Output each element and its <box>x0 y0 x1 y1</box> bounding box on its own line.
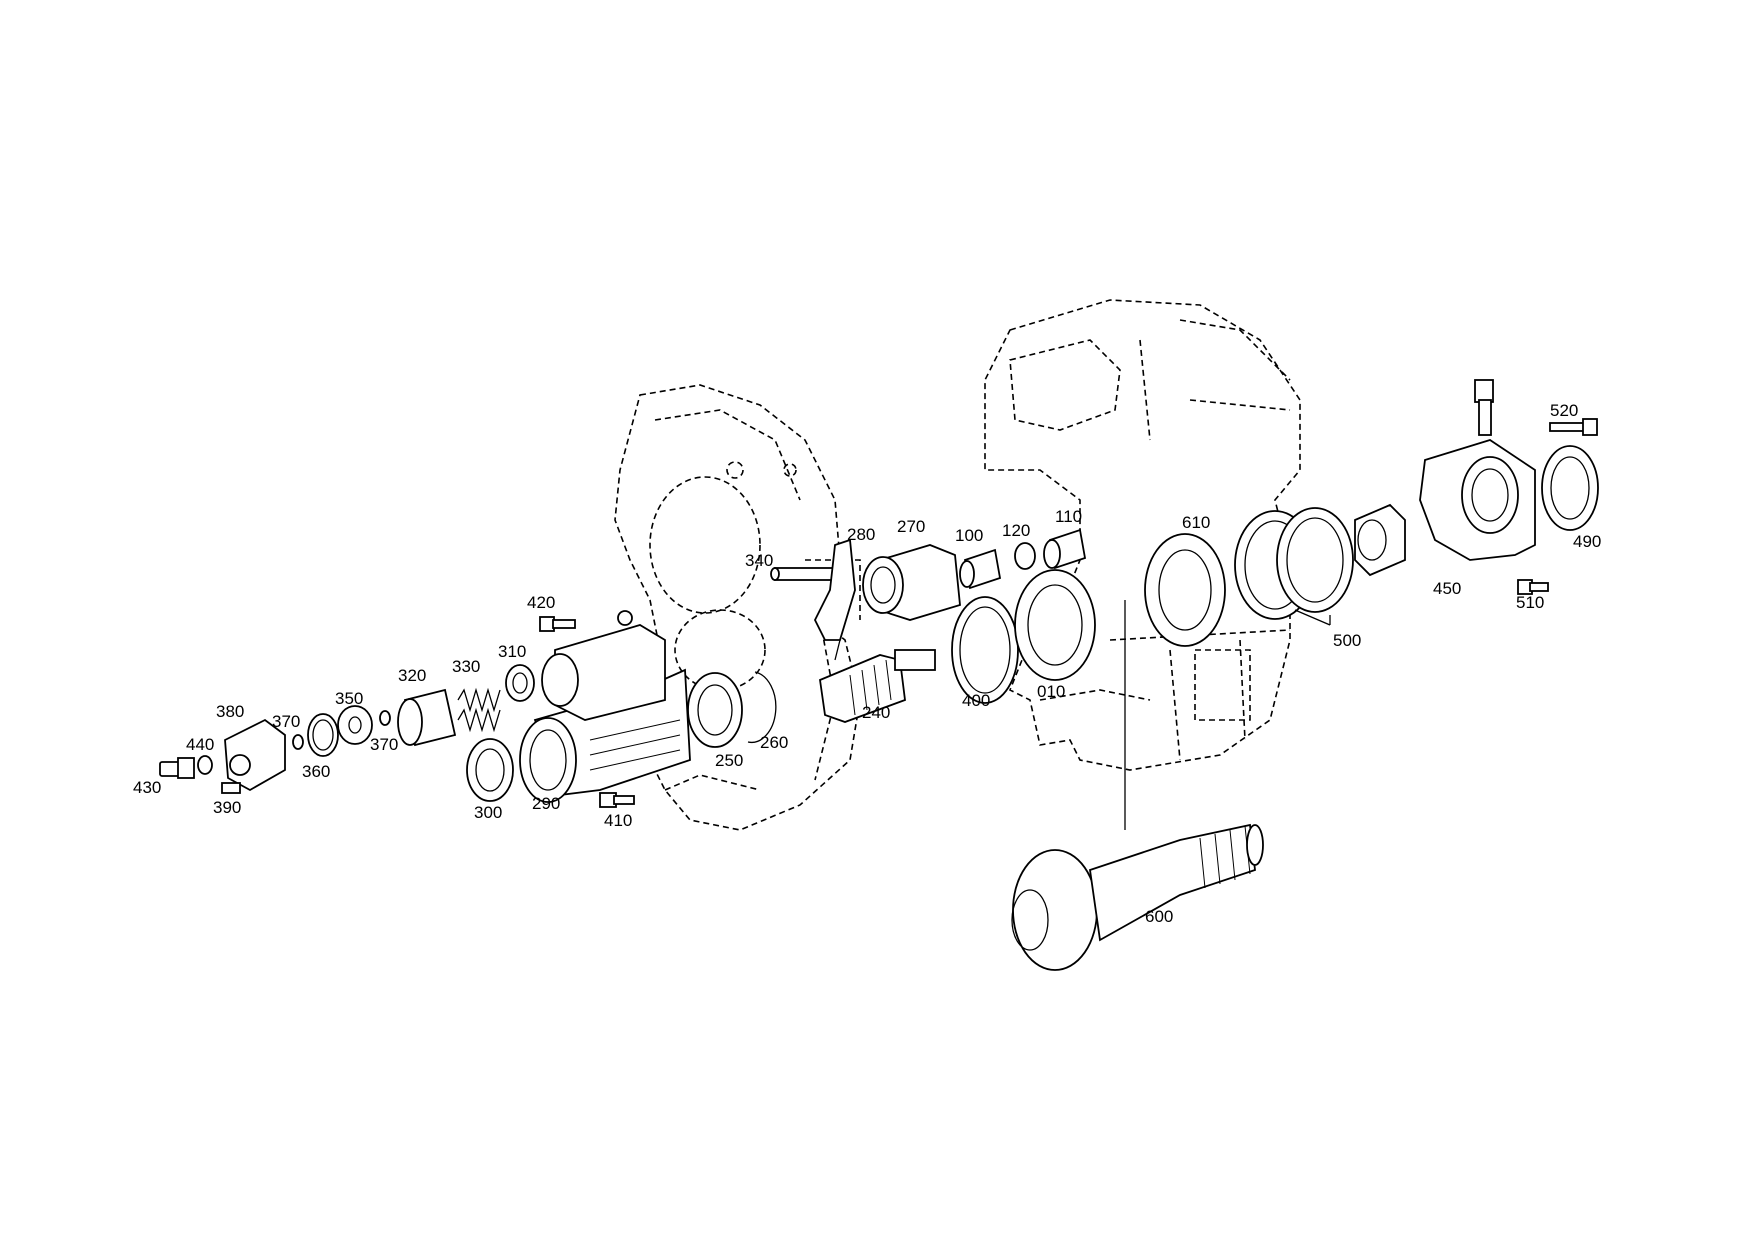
label-440: 440 <box>186 735 214 754</box>
part-cylinder-housing <box>541 610 666 721</box>
part-340-rod <box>770 567 846 581</box>
part-010-bearing <box>1014 569 1096 681</box>
part-350-washer <box>337 705 373 745</box>
label-450: 450 <box>1433 579 1461 598</box>
label-600: 600 <box>1145 907 1173 926</box>
label-260: 260 <box>760 733 788 752</box>
part-270-sleeve <box>862 544 961 621</box>
part-440-washer <box>197 755 213 775</box>
part-280-fork <box>813 538 856 661</box>
part-nut <box>1354 503 1406 577</box>
label-360: 360 <box>302 762 330 781</box>
label-430: 430 <box>133 778 161 797</box>
label-010: 010 <box>1037 682 1065 701</box>
label-500: 500 <box>1333 631 1361 650</box>
part-100-bushing <box>959 548 1002 590</box>
label-120: 120 <box>1002 521 1030 540</box>
part-330-spring <box>457 687 501 733</box>
part-370-small-ring <box>379 710 391 726</box>
label-280: 280 <box>847 525 875 544</box>
label-250: 250 <box>715 751 743 770</box>
part-240-shaft <box>819 649 936 723</box>
label-340: 340 <box>745 551 773 570</box>
part-110-bearing <box>1043 528 1087 570</box>
part-450-cover <box>1419 439 1536 561</box>
label-370-upper: 370 <box>272 712 300 731</box>
part-120-ring <box>1014 542 1036 570</box>
label-300: 300 <box>474 803 502 822</box>
part-380-cover <box>224 718 286 792</box>
label-490: 490 <box>1573 532 1601 551</box>
label-110: 110 <box>1055 507 1082 526</box>
label-350: 350 <box>335 689 363 708</box>
part-420-bolt <box>539 616 576 632</box>
part-370-ring <box>292 734 304 750</box>
label-510: 510 <box>1516 593 1544 612</box>
label-420: 420 <box>527 593 555 612</box>
label-410: 410 <box>604 811 632 830</box>
part-490-seal <box>1541 445 1599 531</box>
part-310-ring <box>505 664 535 702</box>
part-400-ring <box>951 596 1019 704</box>
label-380: 380 <box>216 702 244 721</box>
label-390: 390 <box>213 798 241 817</box>
label-270: 270 <box>897 517 925 536</box>
right-housing-outline <box>984 299 1301 771</box>
label-290: 290 <box>532 794 560 813</box>
part-320-piston <box>397 688 457 747</box>
part-390-bolt <box>221 782 241 794</box>
label-520: 520 <box>1550 401 1578 420</box>
part-610-bearing <box>1144 533 1226 647</box>
part-300-seal <box>466 738 514 802</box>
part-430-sensor <box>159 757 195 779</box>
part-360-ring <box>307 713 339 757</box>
label-240: 240 <box>862 703 890 722</box>
part-sensor-450 <box>1474 379 1494 436</box>
part-510-bolt <box>1517 579 1549 595</box>
part-600-gear-shaft <box>1011 823 1264 971</box>
label-320: 320 <box>398 666 426 685</box>
label-100: 100 <box>955 526 983 545</box>
label-400: 400 <box>962 691 990 710</box>
part-260-snap-ring <box>747 671 777 744</box>
label-610: 610 <box>1182 513 1210 532</box>
label-370-lower: 370 <box>370 735 398 754</box>
part-500-shims <box>1234 507 1354 626</box>
part-520-bolt <box>1549 418 1598 436</box>
label-310: 310 <box>498 642 526 661</box>
label-330: 330 <box>452 657 480 676</box>
part-250-bearing <box>687 672 743 748</box>
part-410-bolt <box>599 792 635 808</box>
